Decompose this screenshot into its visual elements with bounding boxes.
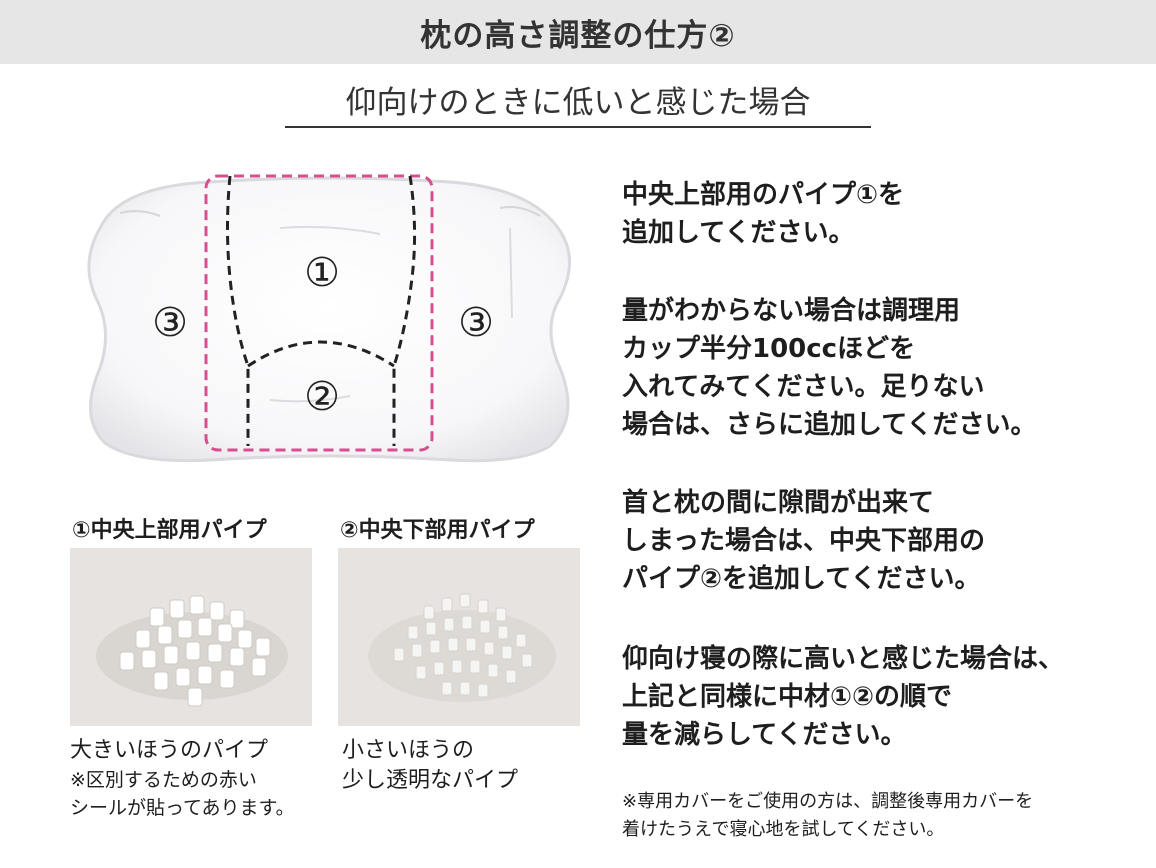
instruction-line: カップ半分100ccほどを — [622, 334, 916, 364]
instruction-line: 仰向け寝の際に高いと感じた場合は、 — [622, 644, 1065, 674]
instruction-block-1: 中央上部用のパイプ①を 追加してください。 — [622, 176, 1132, 252]
instruction-line: 首と枕の間に隙間が出来て — [622, 488, 935, 518]
pipe1-title: ①中央上部用パイプ — [72, 518, 267, 543]
small-pipes-image — [368, 593, 556, 702]
label-right: ③ — [458, 300, 494, 346]
note-line: 着けたうえで寝心地を試してください。 — [622, 819, 945, 840]
instruction-line: パイプ②を追加してください。 — [622, 564, 981, 594]
instruction-line: 場合は、さらに追加してください。 — [622, 410, 1037, 440]
instruction-line: 量を減らしてください。 — [622, 720, 907, 750]
label-center-top: ① — [304, 250, 340, 296]
instruction-line: しまった場合は、中央下部用の — [622, 526, 985, 556]
cover-note: ※専用カバーをご使用の方は、調整後専用カバーを 着けたうえで寝心地を試してくださ… — [622, 788, 1142, 844]
pillow-illustration: ① ② ③ ③ — [87, 174, 571, 463]
instruction-line: 上記と同様に中材①②の順で — [622, 682, 953, 712]
instruction-block-4: 仰向け寝の際に高いと感じた場合は、 上記と同様に中材①②の順で 量を減らしてくだ… — [622, 640, 1132, 754]
note-line: ※専用カバーをご使用の方は、調整後専用カバーを — [622, 791, 1034, 812]
section-subtitle: 仰向けのときに低いと感じた場合 — [345, 85, 811, 121]
pipe1-caption-note-2: シールが貼ってあります。 — [70, 797, 295, 819]
header-bar: 枕の高さ調整の仕方② — [0, 0, 1156, 64]
label-center-bottom: ② — [304, 374, 340, 420]
pipe1-caption-main: 大きいほうのパイプ — [70, 738, 269, 763]
instruction-block-3: 首と枕の間に隙間が出来て しまった場合は、中央下部用の パイプ②を追加してくださ… — [622, 484, 1132, 598]
pipe2-caption-1: 小さいほうの — [342, 738, 475, 763]
highlight-frame — [204, 174, 434, 452]
label-left: ③ — [152, 300, 188, 346]
instruction-line: 追加してください。 — [622, 218, 855, 248]
subtitle-underline — [285, 126, 871, 128]
instruction-line: 量がわからない場合は調理用 — [622, 296, 961, 326]
pipe1-photo — [70, 548, 312, 726]
pillow-body — [87, 176, 571, 463]
pipe1-caption-note-1: ※区別するための赤い — [70, 769, 257, 791]
pipe2-caption-2: 少し透明なパイプ — [342, 768, 519, 793]
pipe2-title: ②中央下部用パイプ — [340, 518, 535, 543]
instruction-block-2: 量がわからない場合は調理用 カップ半分100ccほどを 入れてみてください。足り… — [622, 292, 1132, 444]
large-pipes-image — [96, 595, 288, 707]
instruction-line: 入れてみてください。足りない — [622, 372, 985, 402]
pipe2-caption: 小さいほうの 少し透明なパイプ — [342, 736, 518, 796]
page-title: 枕の高さ調整の仕方② — [420, 17, 736, 54]
instruction-line: 中央上部用のパイプ①を — [622, 180, 905, 210]
pipe2-photo — [338, 548, 580, 726]
pillow-diagram: ① ② ③ ③ — [80, 168, 580, 472]
pipe1-caption: 大きいほうのパイプ ※区別するための赤い シールが貼ってあります。 — [70, 736, 295, 822]
